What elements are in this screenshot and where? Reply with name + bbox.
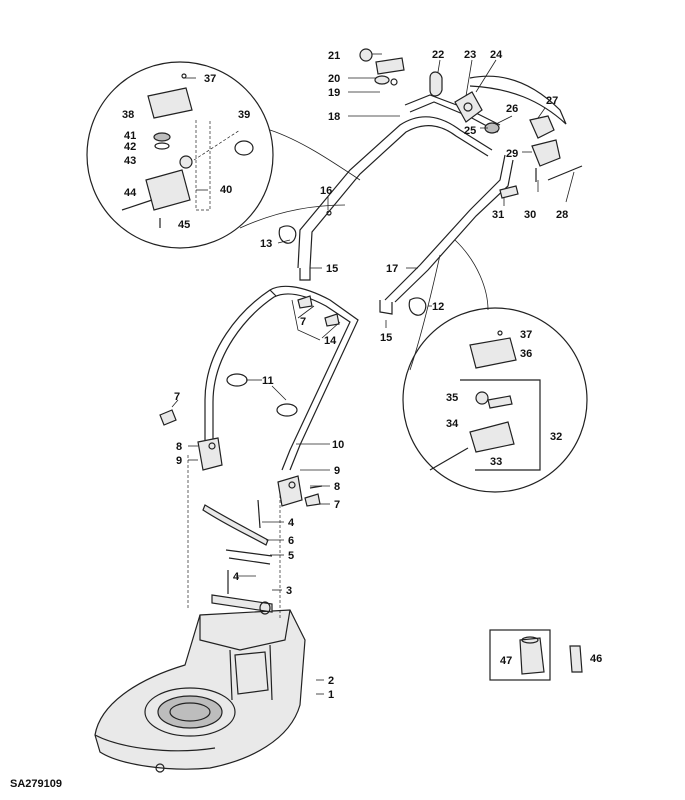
- handle-brackets: [197, 437, 303, 507]
- callout-41: 41: [124, 130, 136, 142]
- callout-42: 42: [124, 141, 136, 153]
- detail-inset-right: [402, 239, 588, 493]
- callout-16: 16: [320, 185, 332, 197]
- callout-15-right: 15: [380, 332, 392, 344]
- callout-13: 13: [260, 238, 272, 250]
- callout-5: 5: [288, 550, 294, 562]
- callout-19: 19: [328, 87, 340, 99]
- callout-36: 36: [520, 348, 532, 360]
- wing-knobs: [159, 295, 340, 507]
- callout-43: 43: [124, 155, 136, 167]
- callout-8-right: 8: [334, 481, 340, 493]
- callout-22: 22: [432, 49, 444, 61]
- callout-4-lower: 4: [233, 571, 240, 583]
- callout-26: 26: [506, 103, 518, 115]
- axle-rods: [187, 455, 281, 620]
- callout-32: 32: [550, 431, 562, 443]
- callout-labels: 1 2 3 4 4 5 6 7 7 7 8 8 9 9 10 11 12 13 …: [122, 49, 602, 701]
- callout-20: 20: [328, 73, 340, 85]
- callout-14: 14: [324, 335, 337, 347]
- callout-11: 11: [262, 375, 274, 387]
- accessories: [489, 629, 583, 681]
- callout-8-left: 8: [176, 441, 182, 453]
- callout-31: 31: [492, 209, 504, 221]
- callout-46: 46: [590, 653, 602, 665]
- callout-21: 21: [328, 50, 340, 62]
- detail-inset-left: [86, 61, 361, 249]
- callout-34: 34: [446, 418, 459, 430]
- callout-3: 3: [286, 585, 292, 597]
- callout-18: 18: [328, 111, 340, 123]
- leader-lines: [171, 53, 575, 695]
- callout-44: 44: [124, 187, 137, 199]
- mower-deck: [94, 609, 306, 773]
- callout-40: 40: [220, 184, 232, 196]
- callout-37-right: 37: [520, 329, 532, 341]
- callout-7-left: 7: [174, 391, 180, 403]
- lower-handle: [204, 285, 359, 471]
- callout-15-left: 15: [326, 263, 338, 275]
- callout-45: 45: [178, 219, 190, 231]
- callout-39: 39: [238, 109, 250, 121]
- callout-2: 2: [328, 675, 334, 687]
- callout-4-upper: 4: [288, 517, 295, 529]
- callout-37-left: 37: [204, 73, 216, 85]
- callout-1: 1: [328, 689, 334, 701]
- callout-7-handle: 7: [300, 316, 306, 328]
- callout-7-right: 7: [334, 499, 340, 511]
- handle-clips: [278, 225, 427, 316]
- callout-17: 17: [386, 263, 398, 275]
- callout-30: 30: [524, 209, 536, 221]
- callout-10: 10: [332, 439, 344, 451]
- upper-handle: [297, 94, 514, 315]
- callout-24: 24: [490, 49, 503, 61]
- callout-29: 29: [506, 148, 518, 160]
- callout-38: 38: [122, 109, 134, 121]
- callout-35: 35: [446, 392, 458, 404]
- callout-27: 27: [546, 95, 558, 107]
- drawing-reference-code: SA279109: [10, 778, 62, 790]
- callout-25: 25: [464, 125, 476, 137]
- callout-47: 47: [500, 655, 512, 667]
- callout-28: 28: [556, 209, 568, 221]
- control-levers: [359, 48, 583, 199]
- callout-9-right: 9: [334, 465, 340, 477]
- callout-9-left: 9: [176, 455, 182, 467]
- callout-33: 33: [490, 456, 502, 468]
- callout-23: 23: [464, 49, 476, 61]
- callout-12: 12: [432, 301, 444, 313]
- callout-6: 6: [288, 535, 294, 547]
